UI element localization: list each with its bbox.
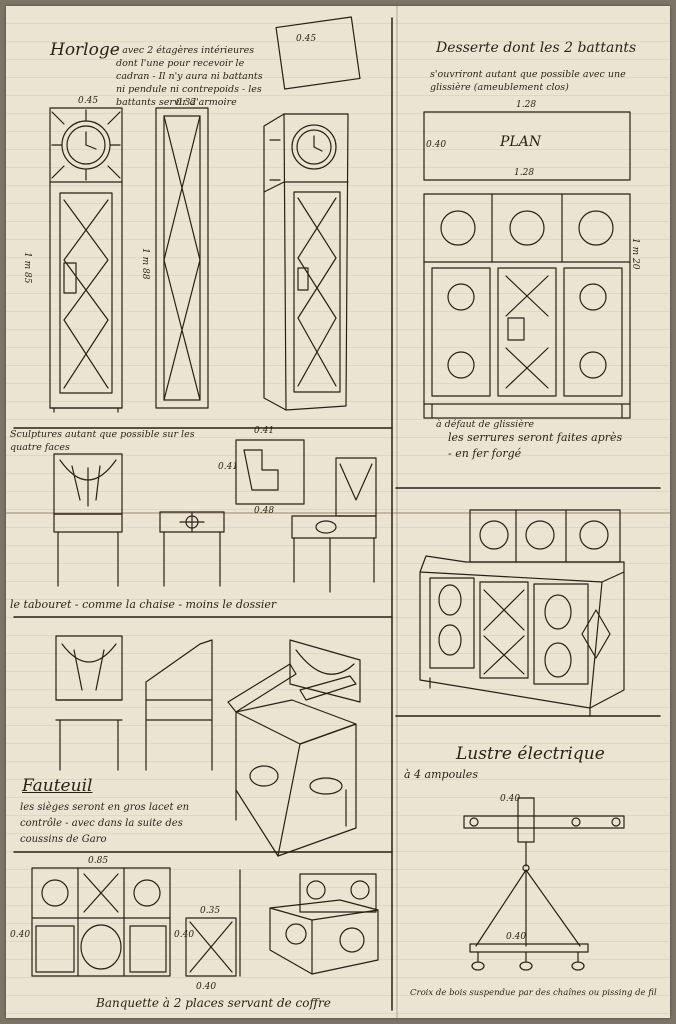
chair-dim-1: 0.41 — [254, 426, 275, 436]
desserte-note: s'ouvriront autant que possible avec une… — [430, 69, 626, 93]
lustre-footnote: Croix de bois suspendue par des chaînes … — [410, 988, 657, 998]
vertical-fold — [396, 6, 398, 1018]
clock-side-label: 0.32 — [176, 98, 197, 108]
clock-side-height-label: 1 m 88 — [140, 248, 150, 280]
clock-side-drawing — [156, 108, 208, 408]
desserte-bottom-note: les serrures seront faites après - en fe… — [448, 431, 623, 460]
horizontal-fold — [6, 512, 670, 514]
desserte-plan-label: PLAN — [500, 134, 542, 150]
stool-note: le tabouret - comme la chaise - moins le… — [10, 598, 277, 611]
banquette-title: Banquette à 2 places servant de coffre — [96, 996, 331, 1010]
lustre-subtitle: à 4 ampoules — [404, 768, 478, 781]
chair-note: Sculptures autant que possible sur les q… — [10, 429, 195, 453]
fauteuil-note: les sièges seront en gros lacet en contr… — [20, 802, 190, 845]
desserte-plan-drawing — [424, 112, 630, 180]
desserte-width-label-bottom: 1.28 — [514, 168, 535, 178]
desserte-width-label: 1.28 — [516, 100, 537, 110]
desserte-title: Desserte dont les 2 battants — [436, 40, 637, 56]
chair-dim-2: 0.41 — [218, 462, 239, 472]
lustre-dim-bottom: 0.40 — [506, 932, 527, 942]
lustre-title: Lustre électrique — [456, 744, 605, 764]
clock-front-drawing — [50, 108, 122, 412]
lustre-dim-top: 0.40 — [500, 794, 521, 804]
banquette-side-label: 0.40 — [10, 930, 31, 940]
banquette-small-label: 0.35 — [200, 906, 221, 916]
clock-height-label: 1 m 85 — [22, 252, 32, 284]
desserte-perspective-drawing — [420, 510, 624, 716]
desserte-depth-label: 0.40 — [426, 140, 447, 150]
banquette-bottom-label: 0.40 — [196, 982, 217, 992]
banquette-width-label: 0.85 — [88, 856, 109, 866]
chair-dim-3: 0.48 — [254, 506, 275, 516]
clock-width-label: 0.45 — [78, 96, 99, 106]
lustre-drawing — [464, 798, 624, 970]
desserte-height-label: 1 m 20 — [630, 238, 640, 270]
clock-title: Horloge — [50, 40, 120, 60]
section-dividers — [14, 18, 660, 1010]
banquette-front-label: 0.40 — [174, 930, 195, 940]
fauteuil-drawings — [56, 636, 360, 856]
desserte-front-drawing — [424, 194, 630, 418]
banquette-drawings — [32, 868, 378, 976]
desserte-footnote: à défaut de glissière — [436, 419, 534, 430]
clock-top-label: 0.45 — [296, 34, 317, 44]
clock-note: - avec 2 étagères intérieures dont l'une… — [116, 45, 263, 108]
clock-perspective-drawing — [264, 17, 360, 410]
fauteuil-title: Fauteuil — [22, 776, 93, 796]
chair-drawings — [54, 440, 376, 592]
